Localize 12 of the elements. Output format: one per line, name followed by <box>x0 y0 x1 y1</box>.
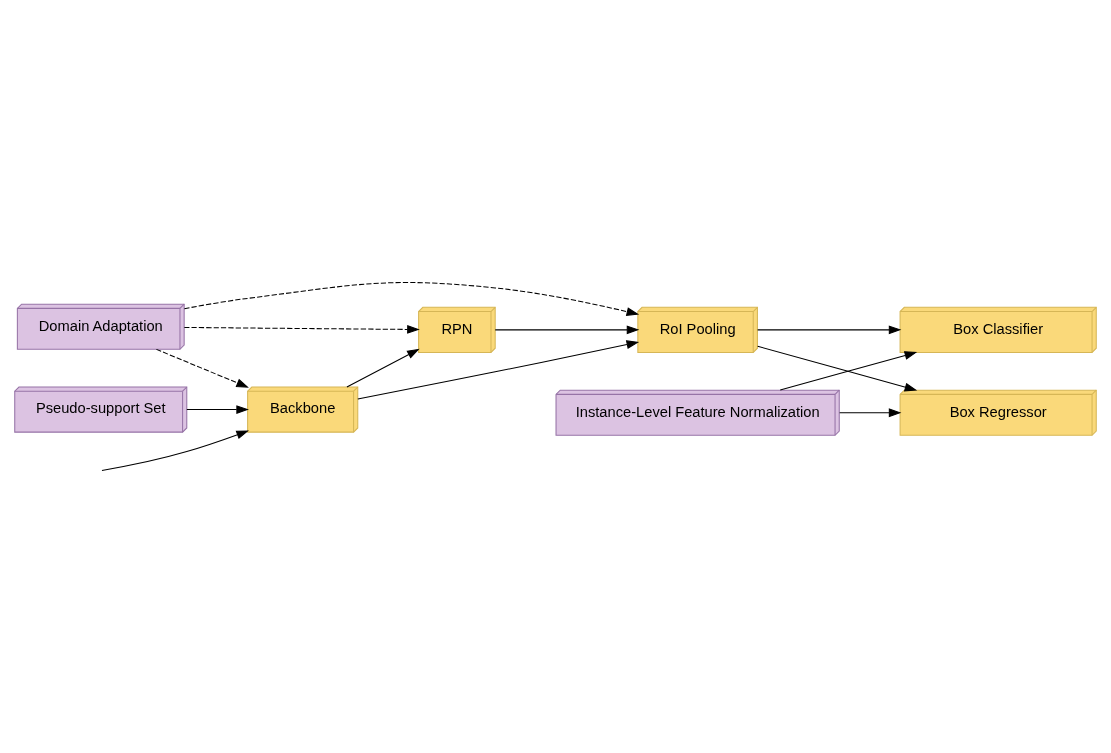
arrow <box>155 348 249 388</box>
arrow <box>101 430 249 471</box>
arrow <box>779 351 918 391</box>
arrow <box>357 340 640 400</box>
arrow <box>757 325 902 335</box>
arrow <box>183 325 420 334</box>
arrow <box>186 405 249 414</box>
arrow <box>757 345 918 392</box>
arrow <box>494 325 640 335</box>
arrow <box>346 348 420 388</box>
arrow <box>839 408 902 418</box>
arrow <box>183 282 640 316</box>
